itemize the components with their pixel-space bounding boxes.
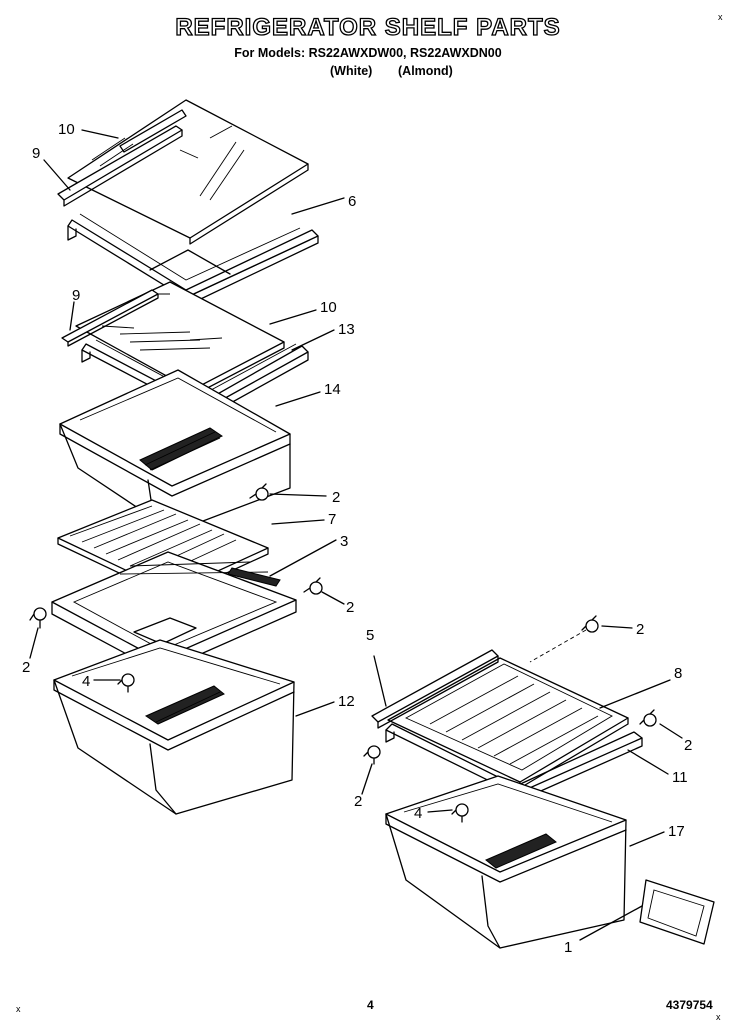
clip-fastener-2e (639, 709, 657, 727)
model-numbers: For Models: RS22AWXDW00, RS22AWXDN00 (234, 46, 502, 60)
clip-fastener-2d (581, 615, 599, 633)
callout-4-b: 4 (414, 805, 422, 822)
trim-strip-part-5 (371, 649, 499, 729)
color-almond-label: (Almond) (398, 64, 453, 78)
page-title: REFRIGERATOR SHELF PARTS (175, 13, 561, 41)
page-number: 4 (367, 998, 374, 1012)
crisper-pan-part-14 (59, 369, 291, 533)
leader-lines (29, 129, 683, 941)
callout-3: 3 (340, 533, 348, 550)
callout-11: 11 (672, 769, 688, 786)
callout-2-d: 2 (636, 621, 644, 638)
callout-2-a: 2 (332, 489, 340, 506)
callout-8: 8 (674, 665, 682, 682)
trim-strip-part-9-lower (61, 289, 159, 347)
corner-mark-bottom-left: x (16, 1004, 21, 1014)
callout-4-a: 4 (82, 673, 90, 690)
label-holder-part-1 (639, 879, 715, 945)
clip-fastener-4b (451, 803, 469, 823)
callout-9-upper: 9 (32, 145, 40, 162)
callout-2-c: 2 (22, 659, 30, 676)
callout-9-lower: 9 (72, 287, 80, 304)
corner-mark-bottom-right: x (716, 1012, 721, 1022)
glass-shelf-part-10-upper (67, 99, 309, 245)
callout-labels: 10 9 6 9 10 13 14 2 7 3 2 2 4 12 5 2 8 2… (22, 121, 692, 956)
crisper-pan-part-17 (385, 775, 627, 949)
clip-fastener-4a (117, 673, 135, 693)
color-white-label: (White) (330, 64, 373, 78)
corner-mark-top-right: x (718, 12, 723, 22)
callout-10-lower: 10 (320, 299, 337, 316)
alignment-dashed-line (529, 629, 587, 663)
callout-17: 17 (668, 823, 685, 840)
callout-6: 6 (348, 193, 356, 210)
callout-5: 5 (366, 627, 374, 644)
callout-7: 7 (328, 511, 336, 528)
callout-2-e: 2 (684, 737, 692, 754)
callout-10-upper: 10 (58, 121, 75, 138)
clip-fastener-2f (363, 745, 381, 765)
clip-fastener-2a (249, 483, 269, 501)
callout-2-f: 2 (354, 793, 362, 810)
document-number: 4379754 (666, 998, 713, 1012)
crisper-pan-part-12 (53, 639, 295, 815)
clip-fastener-2b (303, 577, 323, 595)
trim-strip-part-9-upper (57, 125, 183, 207)
callout-1: 1 (564, 939, 572, 956)
callout-12: 12 (338, 693, 355, 710)
clip-fastener-2c (29, 607, 47, 629)
callout-2-b: 2 (346, 599, 354, 616)
crisper-cover-frame-part-3 (51, 551, 297, 673)
callout-13: 13 (338, 321, 355, 338)
callout-14: 14 (324, 381, 341, 398)
